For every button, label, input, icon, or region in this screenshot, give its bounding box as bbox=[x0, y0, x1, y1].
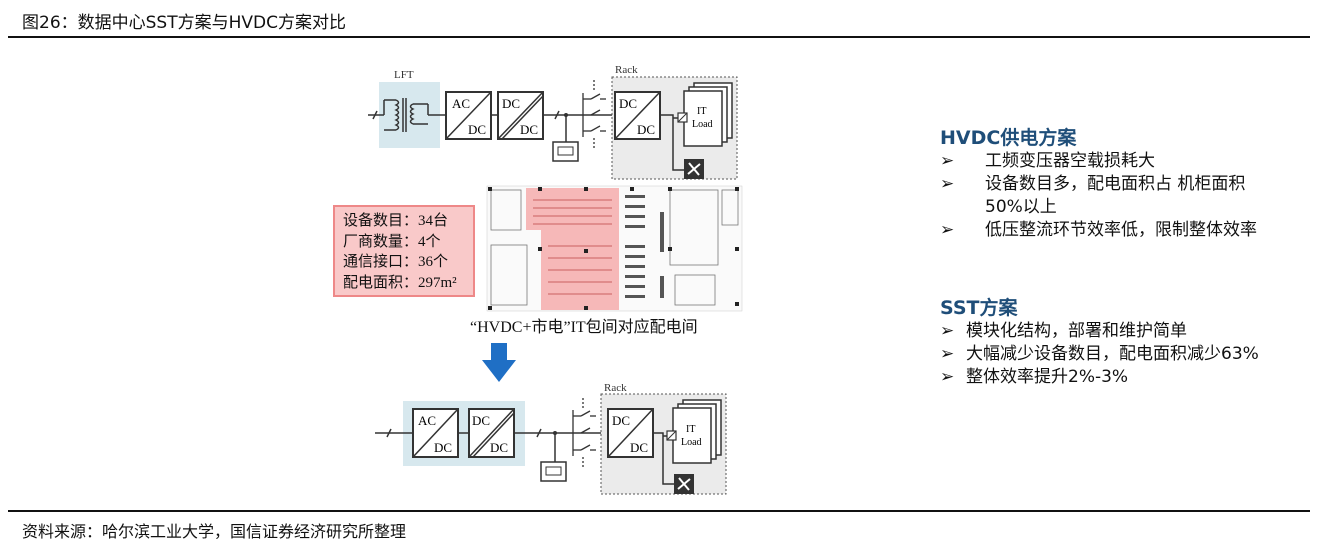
svg-text:DC: DC bbox=[520, 122, 538, 137]
sst-dc-dc-converter: DC DC bbox=[468, 408, 515, 458]
svg-text:DC: DC bbox=[434, 440, 452, 455]
top-rule bbox=[8, 36, 1310, 38]
source-note: 资料来源：哈尔滨工业大学，国信证券经济研究所整理 bbox=[22, 522, 407, 541]
hvdc-panel: HVDC供电方案 ➢工频变压器空载损耗大 ➢设备数目多，配电面积占 机柜面积50… bbox=[940, 126, 1285, 242]
svg-text:DC: DC bbox=[612, 413, 630, 428]
hvdc-item: ➢低压整流环节效率低，限制整体效率 bbox=[940, 220, 1257, 240]
svg-text:Load: Load bbox=[692, 119, 713, 130]
svg-text:AC: AC bbox=[418, 413, 436, 428]
hvdc-diagram: LFT AC DC DC bbox=[368, 64, 738, 180]
svg-text:IT: IT bbox=[697, 106, 706, 117]
down-arrow-icon bbox=[482, 343, 516, 382]
ac-input-icon bbox=[368, 110, 384, 120]
sst-heading: SST方案 bbox=[940, 297, 1018, 319]
battery-icon bbox=[552, 141, 579, 162]
stat-comm-interfaces: 通信接口：36个 bbox=[343, 254, 449, 270]
sst-item: ➢模块化结构，部署和维护简单 bbox=[940, 321, 1187, 341]
figure-title: 图26：数据中心SST方案与HVDC方案对比 bbox=[22, 13, 346, 33]
arrow-bullet-icon: ➢ bbox=[940, 367, 955, 387]
sst-ac-dc-converter: AC DC bbox=[412, 408, 459, 458]
lft-label: LFT bbox=[394, 69, 414, 81]
breaker-switches-icon bbox=[582, 80, 606, 148]
breaker-switches-icon bbox=[572, 398, 596, 468]
rack-dc-dc-converter: DC DC bbox=[614, 91, 661, 140]
it-load-stack: IT Load bbox=[666, 399, 722, 464]
it-load-stack: IT Load bbox=[677, 82, 733, 147]
svg-text:DC: DC bbox=[637, 122, 655, 137]
bottom-rule bbox=[8, 510, 1310, 512]
svg-text:DC: DC bbox=[619, 96, 637, 111]
fan-icon bbox=[684, 159, 704, 179]
rack-label: Rack bbox=[615, 64, 638, 76]
ac-input-icon bbox=[375, 428, 413, 438]
floorplan-image bbox=[486, 185, 743, 312]
stat-device-count: 设备数目：34台 bbox=[343, 213, 449, 229]
svg-text:IT: IT bbox=[686, 424, 695, 435]
stats-box: 设备数目：34台 厂商数量：4个 通信接口：36个 配电面积：297m² bbox=[333, 205, 475, 297]
ac-dc-converter: AC DC bbox=[445, 91, 492, 140]
svg-text:DC: DC bbox=[490, 440, 508, 455]
sst-diagram: AC DC DC DC Rack bbox=[375, 382, 727, 495]
svg-text:DC: DC bbox=[468, 122, 486, 137]
arrow-bullet-icon: ➢ bbox=[940, 151, 955, 171]
hvdc-item: ➢设备数目多，配电面积占 机柜面积50%以上 bbox=[940, 174, 1246, 217]
hvdc-item: ➢工频变压器空载损耗大 bbox=[940, 151, 1155, 171]
battery-icon bbox=[540, 461, 567, 482]
stat-vendor-count: 厂商数量：4个 bbox=[343, 233, 441, 250]
svg-text:DC: DC bbox=[502, 96, 520, 111]
rack-dc-dc-converter: DC DC bbox=[607, 408, 654, 458]
floorplan-caption: “HVDC+市电”IT包间对应配电间 bbox=[470, 319, 698, 336]
arrow-bullet-icon: ➢ bbox=[940, 220, 955, 240]
rack-label: Rack bbox=[604, 382, 627, 394]
arrow-bullet-icon: ➢ bbox=[940, 321, 955, 341]
svg-text:DC: DC bbox=[472, 413, 490, 428]
dc-dc-converter: DC DC bbox=[497, 91, 544, 140]
sst-panel: SST方案 ➢模块化结构，部署和维护简单 ➢大幅减少设备数目，配电面积减少63%… bbox=[940, 296, 1285, 389]
transformer-icon bbox=[383, 98, 429, 132]
sst-item: ➢大幅减少设备数目，配电面积减少63% bbox=[940, 344, 1259, 364]
svg-text:DC: DC bbox=[630, 440, 648, 455]
svg-text:AC: AC bbox=[452, 96, 470, 111]
sst-item: ➢整体效率提升2%-3% bbox=[940, 367, 1129, 387]
stat-distribution-area: 配电面积：297m² bbox=[343, 274, 457, 291]
fan-icon bbox=[674, 474, 694, 494]
hvdc-heading: HVDC供电方案 bbox=[940, 127, 1077, 149]
svg-text:Load: Load bbox=[681, 437, 702, 448]
arrow-bullet-icon: ➢ bbox=[940, 344, 955, 364]
arrow-bullet-icon: ➢ bbox=[940, 174, 955, 194]
